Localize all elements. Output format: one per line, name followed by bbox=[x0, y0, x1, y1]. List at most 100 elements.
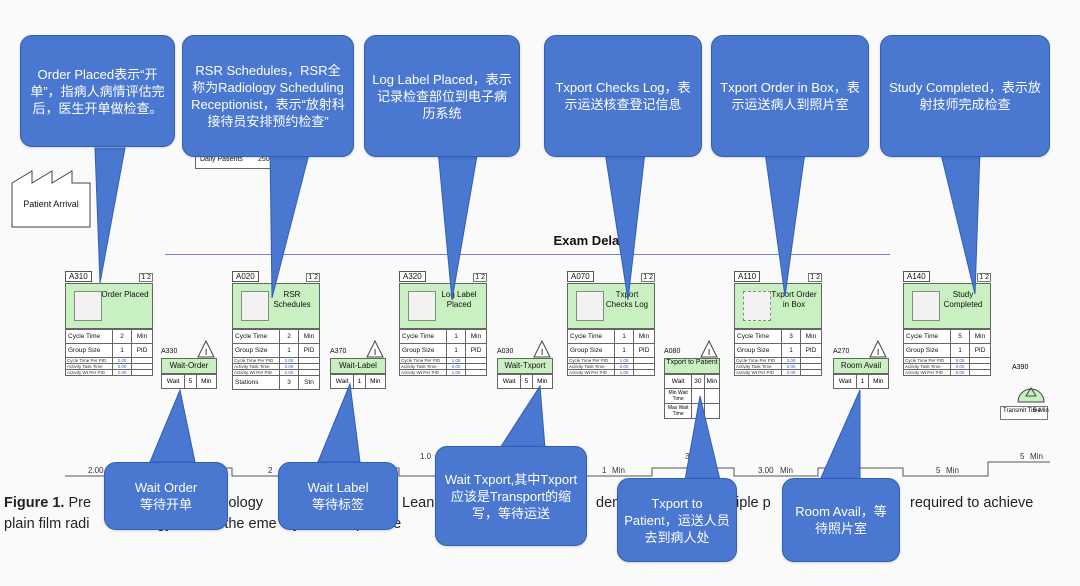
inventory-triangle-icon: I bbox=[533, 340, 551, 358]
daily-patients-value: 250 bbox=[258, 156, 270, 163]
wait-code: A030 bbox=[497, 348, 514, 355]
caption-fragment: plain film radi bbox=[4, 516, 90, 532]
daily-patients-label: Daily Patients bbox=[200, 156, 243, 163]
process-title-box: Study Completed bbox=[903, 283, 991, 329]
factory-icon bbox=[11, 170, 91, 228]
transit-label: Transmit Time bbox=[1003, 408, 1041, 414]
wait-code: A080 bbox=[664, 348, 681, 355]
process-ticks: 1 2 bbox=[306, 273, 320, 282]
process-code: A320 bbox=[399, 271, 426, 282]
process-title-box: Txport Checks Log bbox=[567, 283, 655, 329]
wait-title: Wait-Label bbox=[330, 358, 386, 374]
person-icon bbox=[408, 291, 436, 321]
wait-code: A330 bbox=[161, 348, 178, 355]
process-ticks: 1 2 bbox=[977, 273, 991, 282]
box-icon bbox=[743, 291, 771, 321]
process-title: RSR Schedules bbox=[273, 290, 311, 309]
callout-wait-label: Wait Label 等待标签 bbox=[278, 462, 398, 530]
timeline-label: Min bbox=[946, 466, 959, 475]
inventory-triangle-icon: I bbox=[197, 340, 215, 358]
caption-fragment: Pre bbox=[64, 495, 92, 511]
wait-code: A370 bbox=[330, 348, 347, 355]
process-title-box: Txport Order in Box bbox=[734, 283, 822, 329]
timeline-label: 3 bbox=[685, 452, 690, 461]
timeline-label: 3.00 bbox=[758, 466, 774, 475]
timeline-label: Min bbox=[612, 466, 625, 475]
callout-tail bbox=[764, 151, 806, 297]
timeline-label: Min bbox=[780, 466, 793, 475]
process-ticks: 1 2 bbox=[641, 273, 655, 282]
timeline-label: Min bbox=[1030, 452, 1043, 461]
svg-text:I: I bbox=[541, 348, 543, 357]
process-code: A310 bbox=[65, 271, 92, 282]
process-ticks: 1 2 bbox=[139, 273, 153, 282]
transit-unit: Min bbox=[1039, 408, 1049, 414]
process-title-box: Order Placed bbox=[65, 283, 153, 329]
process-code: A110 bbox=[734, 271, 761, 282]
svg-text:I: I bbox=[708, 348, 710, 357]
process-title: Order Placed bbox=[101, 290, 149, 299]
process-title-box: Log Label Placed bbox=[399, 283, 487, 329]
svg-text:I: I bbox=[877, 348, 879, 357]
svg-text:I: I bbox=[205, 348, 207, 357]
timeline-label: 1.0 bbox=[420, 452, 432, 461]
timeline-label: 5 bbox=[1020, 452, 1025, 461]
callout-order-placed: Order Placed表示“开单”，指病人病情评估完后，医生开单做检查。 bbox=[20, 35, 175, 147]
transit-arc-icon bbox=[1017, 387, 1045, 403]
caption-bold: Figure 1. bbox=[4, 495, 65, 511]
patient-arrival-label: Patient Arrival bbox=[23, 199, 79, 209]
timeline-label: 1 bbox=[602, 466, 607, 475]
inventory-triangle-icon: I bbox=[366, 340, 384, 358]
process-title: Log Label Placed bbox=[441, 290, 477, 309]
transit-value: 5 bbox=[1033, 408, 1037, 414]
exam-delay-label: Exam Delay bbox=[553, 233, 627, 248]
timeline-label: 2 bbox=[268, 466, 273, 475]
wait-title: Room Avail bbox=[833, 358, 889, 374]
process-ticks: 1 2 bbox=[808, 273, 822, 282]
person-icon bbox=[912, 291, 940, 321]
exam-delay-line bbox=[165, 254, 890, 255]
callout-txport-to-patient: Txport to Patient，运送人员去到病人处 bbox=[617, 478, 737, 562]
caption-fragment: Lean bbox=[402, 495, 435, 511]
person-icon bbox=[74, 291, 102, 321]
inventory-triangle-icon: I bbox=[869, 340, 887, 358]
callout-tail bbox=[499, 384, 546, 449]
callout-wait-order: Wait Order 等待开单 bbox=[104, 462, 228, 530]
transit-code: A390 bbox=[1012, 364, 1029, 371]
process-ticks: 1 2 bbox=[473, 273, 487, 282]
timeline-label: 5 bbox=[936, 466, 941, 475]
callout-tail bbox=[94, 147, 126, 284]
callout-room-avail: Room Avail，等待照片室 bbox=[782, 478, 900, 562]
transit-box: Transmit Time 5 Min bbox=[1000, 406, 1049, 420]
wait-code: A270 bbox=[833, 348, 850, 355]
callout-wait-txport: Wait Txport,其中Txport应该是Transport的缩写，等待运送 bbox=[435, 446, 587, 546]
process-title: Study Completed bbox=[943, 290, 983, 309]
process-code: A140 bbox=[903, 271, 930, 282]
wait-title: Wait-Txport bbox=[497, 358, 553, 374]
callout-log-label-placed: Log Label Placed，表示记录检查部位到电子病历系统 bbox=[364, 35, 520, 157]
callout-rsr-schedules: RSR Schedules，RSR全称为Radiology Scheduling… bbox=[182, 35, 354, 157]
process-title-box: RSR Schedules bbox=[232, 283, 320, 329]
callout-tail bbox=[269, 149, 311, 299]
inventory-triangle-icon: I bbox=[700, 340, 718, 358]
process-title: Txport Checks Log bbox=[605, 290, 649, 309]
